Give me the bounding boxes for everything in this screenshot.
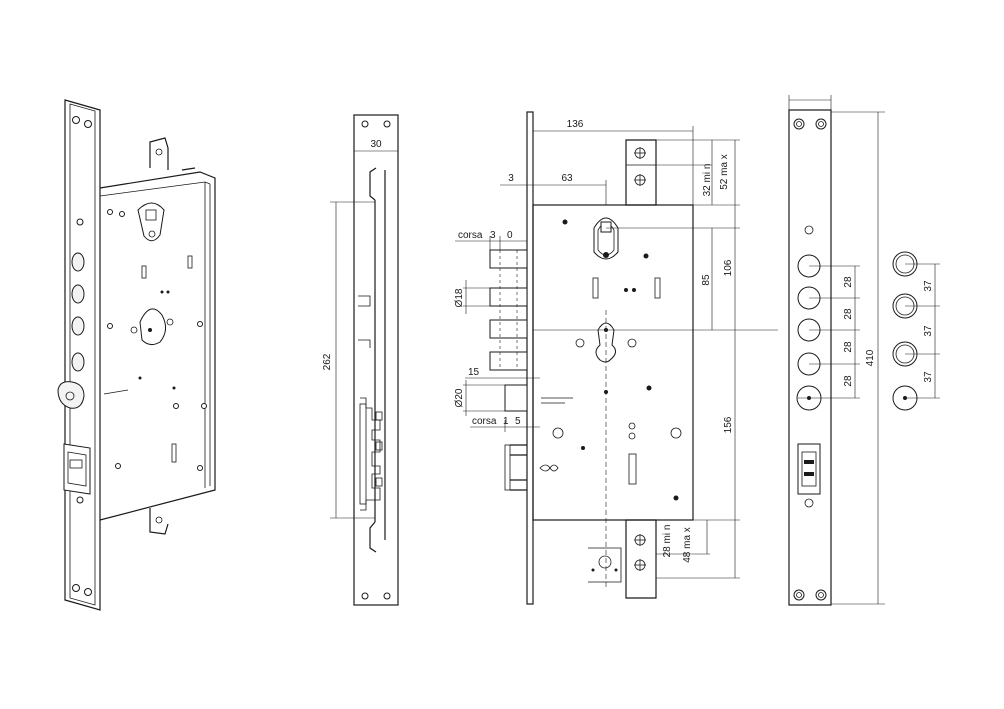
bolt-detail-view: 37 37 37 [892,251,940,411]
detail-spacing-label: 37 [923,371,934,383]
isometric-view [57,99,216,611]
side-width-label: 30 [370,139,382,150]
stroke-top-a-label: 3 [490,230,496,241]
side-height-label: 262 [322,353,333,370]
spindle-to-cylinder-label: 85 [701,274,712,286]
front-view: 136 3 63 32 mi n 52 ma x 85 106 156 28 m… [454,111,778,605]
latch-diameter-label: Ø20 [454,388,465,407]
stroke-bottom-a-label: 1 [503,416,509,427]
bottom-tab-max-label: 48 ma x [682,527,693,563]
bottom-tab-min-label: 28 mi n [662,525,673,558]
detail-spacing-label: 37 [923,280,934,292]
latch-to-center-label: 63 [561,173,573,184]
bolt-spacing-label: 28 [843,341,854,353]
faceplate-length-label: 410 [865,349,876,366]
backset-label: 136 [567,119,584,130]
stroke-top-b-label: 0 [507,230,513,241]
bolt-spacing-label: 28 [843,375,854,387]
detail-spacing-label: 37 [923,325,934,337]
latch-offset-label: 15 [468,367,480,378]
top-tab-max-label: 52 ma x [719,154,730,190]
side-section-view: 30 262 [322,114,399,606]
bolt-diameter-label: Ø18 [454,288,465,307]
faceplate-view: 410 28 28 28 28 [788,95,885,606]
top-tab-min-label: 32 mi n [702,164,713,197]
bolt-spacing-label: 28 [843,276,854,288]
cylinder-to-bottom-label: 156 [723,416,734,433]
top-to-cylinder-label: 106 [723,259,734,276]
bolt-spacing-label: 28 [843,308,854,320]
plate-thickness-label: 3 [508,173,514,184]
stroke-bottom-label: corsa [472,416,497,427]
stroke-bottom-b-label: 5 [515,416,521,427]
stroke-top-label: corsa [458,230,483,241]
